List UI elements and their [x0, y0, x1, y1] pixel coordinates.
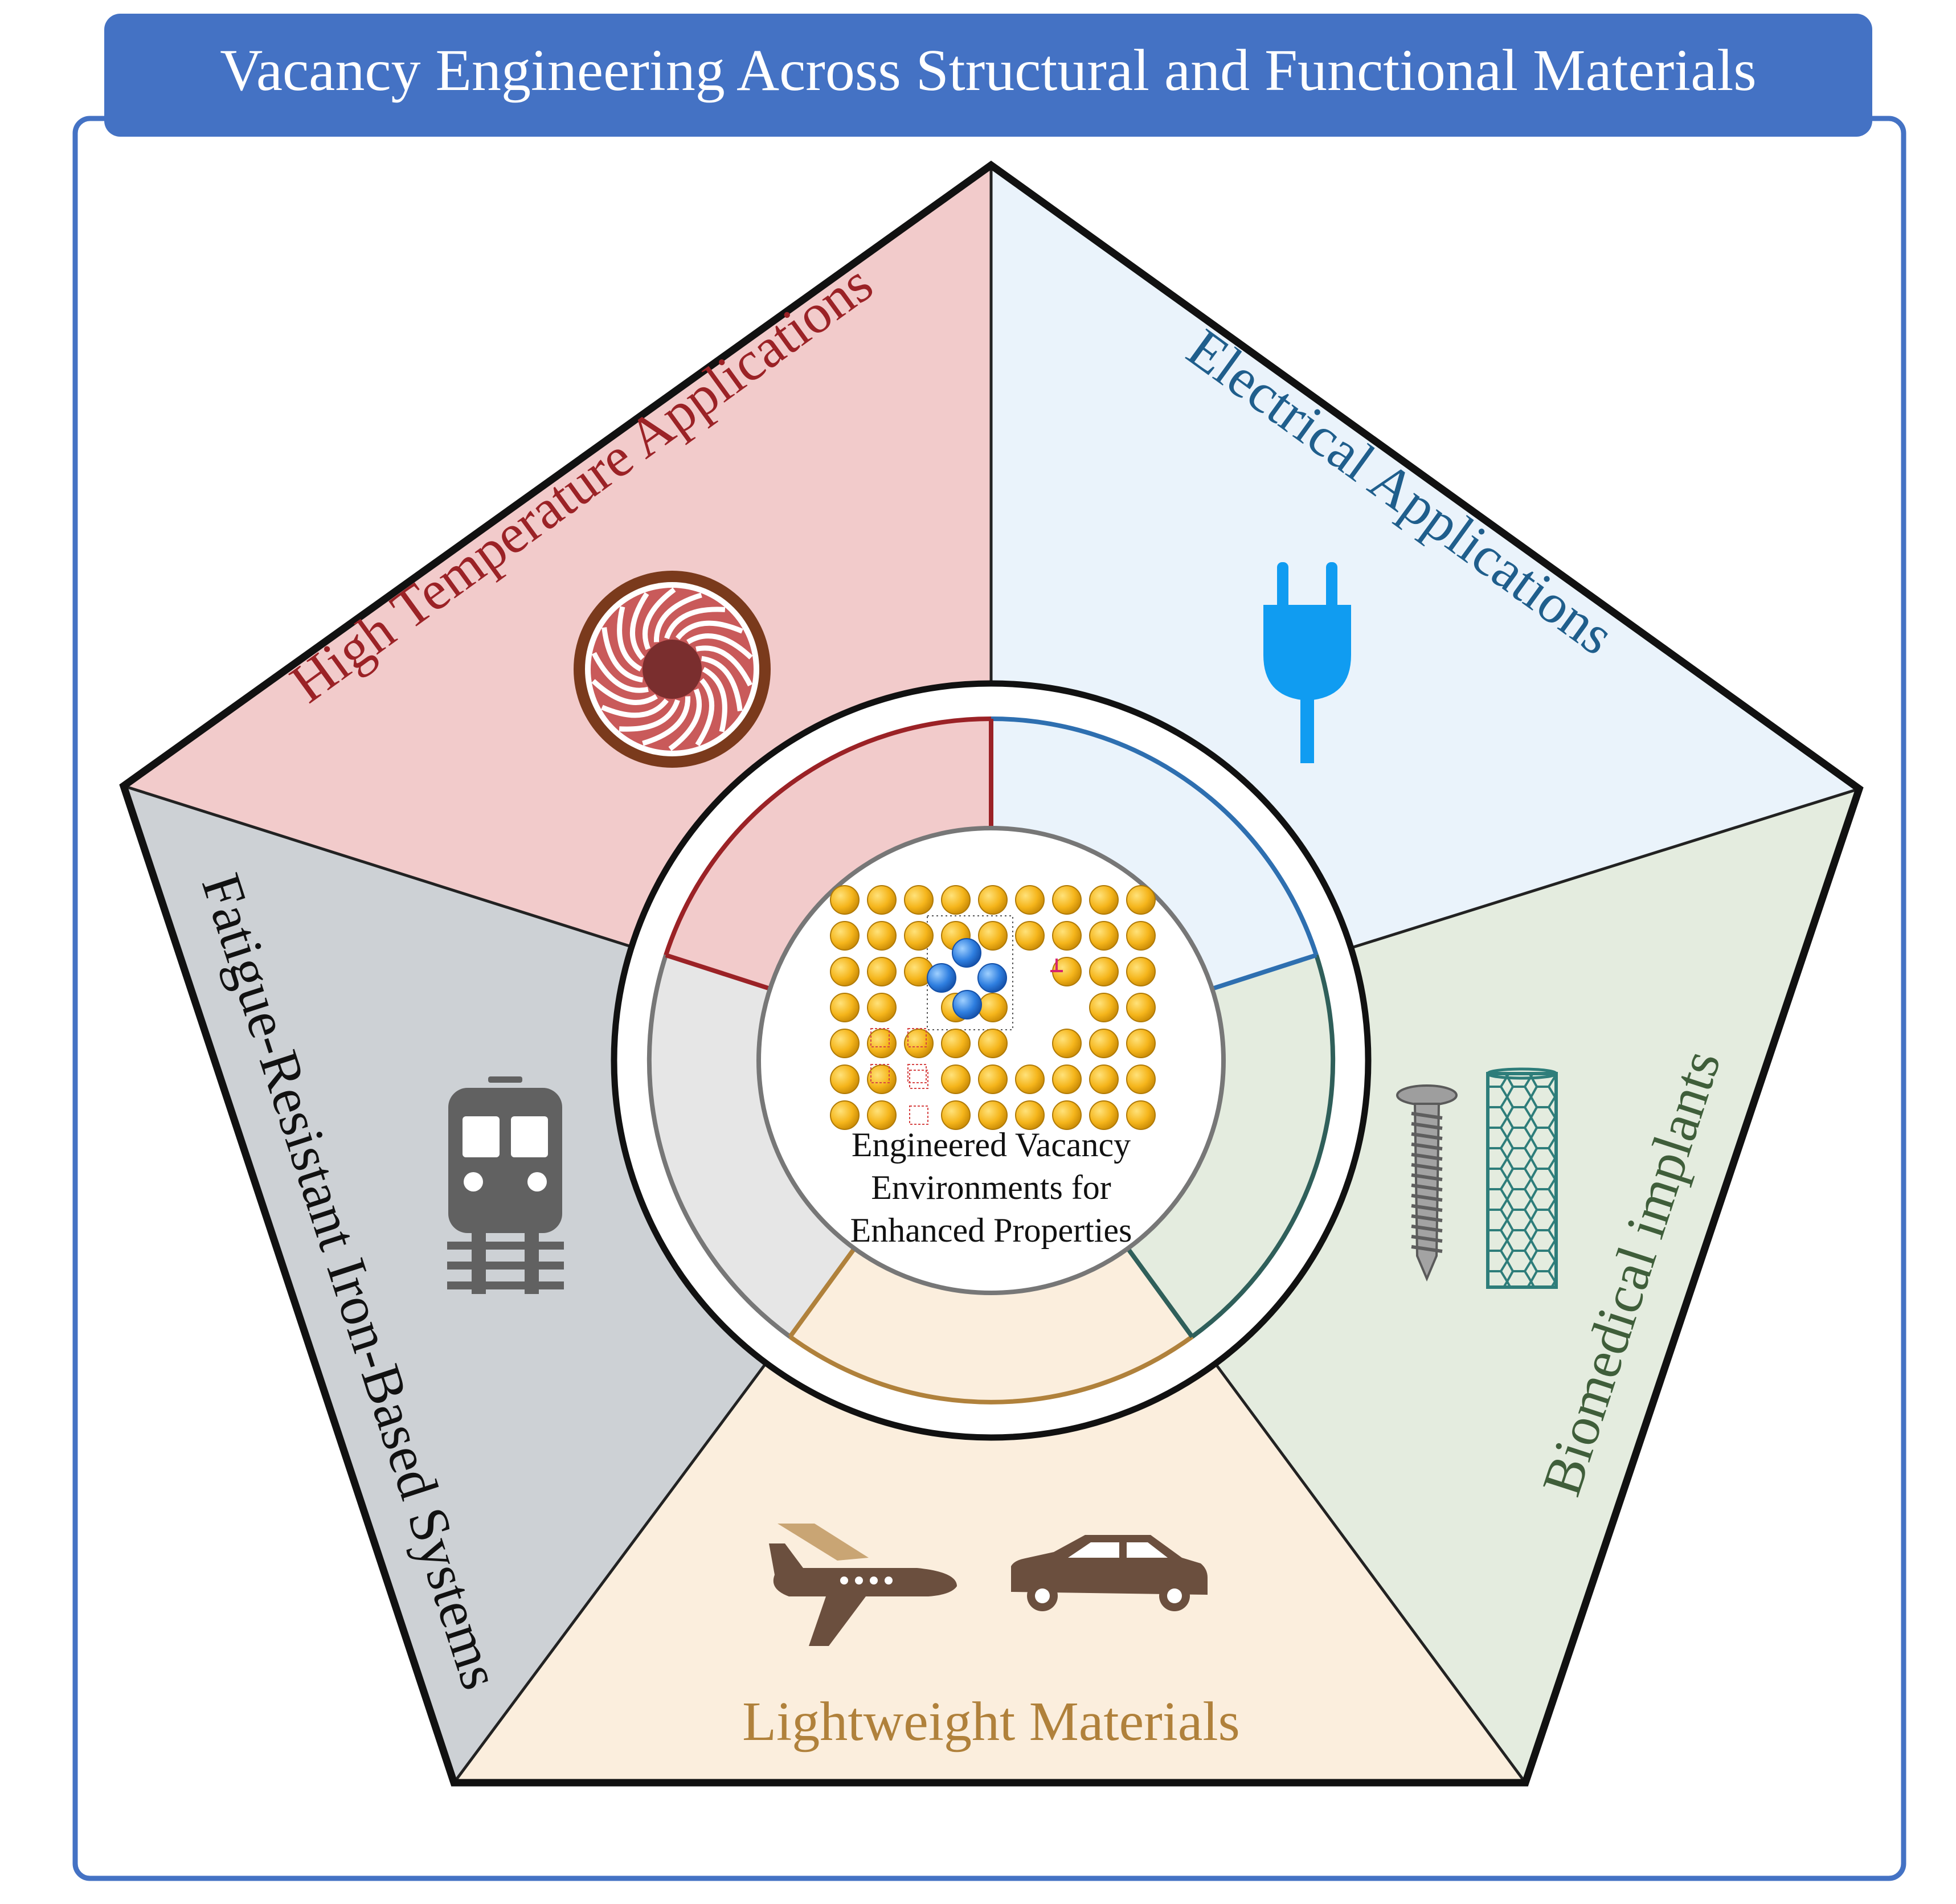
- center-label-line2: Environments for: [871, 1169, 1111, 1206]
- turbine-icon: [574, 571, 771, 768]
- center-label: Engineered Vacancy Environments for Enha…: [850, 1126, 1132, 1249]
- page-title: Vacancy Engineering Across Structural an…: [220, 38, 1756, 103]
- pentagon-outline: [119, 161, 1864, 1787]
- ring-divider-left: [665, 953, 771, 991]
- train-icon: [447, 1076, 564, 1294]
- ring-arc-fatigue: [646, 954, 792, 1339]
- airplane-icon: [769, 1524, 957, 1646]
- ring-divider-right: [1211, 953, 1317, 991]
- ring-arc-biomedical: [1190, 954, 1336, 1339]
- bone-screw-icon: [1396, 1084, 1458, 1282]
- vacancy-lattice: [830, 885, 1156, 1130]
- label-lightweight: Lightweight Materials: [742, 1691, 1240, 1753]
- power-plug-icon: [1263, 562, 1351, 763]
- ring-arc-high-temperature: [664, 716, 992, 956]
- nanotube-icon: [1486, 1067, 1558, 1289]
- center-label-line1: Engineered Vacancy: [852, 1126, 1131, 1164]
- center-label-line3: Enhanced Properties: [850, 1211, 1132, 1249]
- title-banner: [104, 14, 1872, 137]
- car-icon: [1011, 1535, 1208, 1611]
- ring-divider-lower-right: [1126, 1247, 1194, 1338]
- ring-arc-lightweight: [788, 1334, 1194, 1405]
- ring-arc-electrical: [991, 716, 1319, 956]
- center-ring: [611, 680, 1372, 1441]
- ring-divider-lower-left: [788, 1247, 857, 1338]
